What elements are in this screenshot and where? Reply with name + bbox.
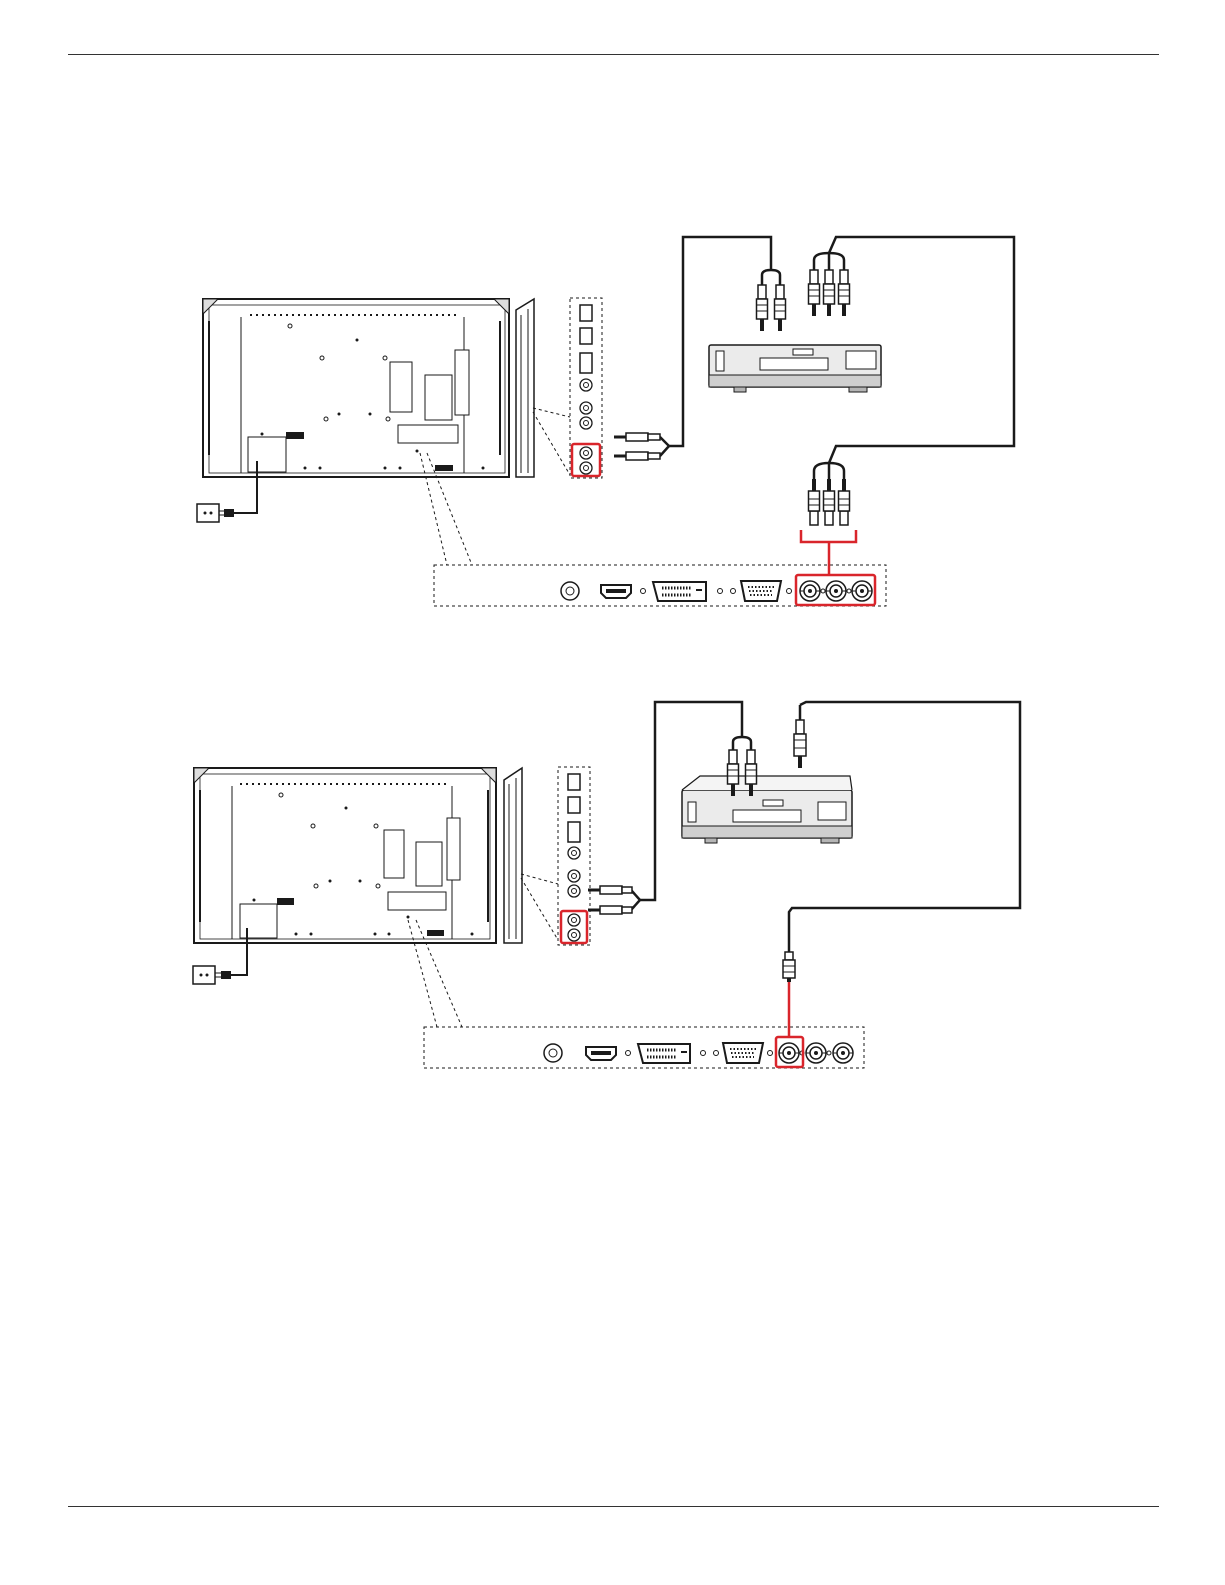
hdmi-port-icon: [586, 1047, 616, 1060]
side-io-panel: [558, 767, 590, 945]
side-io-panel: [570, 298, 602, 478]
component-connection-diagram: [0, 225, 1225, 625]
bottom-io-panel: [424, 1027, 864, 1068]
hdmi-port-icon: [601, 585, 631, 598]
footer-rule: [68, 1506, 1159, 1507]
display-side-view: [504, 768, 522, 943]
display-side-view: [516, 299, 534, 477]
display-rear-panel: [203, 299, 509, 477]
wall-outlet-icon: [197, 504, 219, 522]
power-plug-icon: [219, 509, 234, 517]
video-player-device: [709, 345, 881, 392]
vga-port-icon: [723, 1043, 763, 1063]
display-rear-panel: [194, 768, 496, 943]
vga-port-icon: [741, 581, 781, 601]
audio-port-icon: [561, 582, 579, 600]
power-plug-icon: [215, 971, 231, 979]
composite-video-cable: [783, 702, 1020, 982]
dvi-port-icon: [653, 582, 706, 601]
header-rule: [68, 54, 1159, 55]
composite-connection-diagram: [0, 690, 1225, 1080]
bottom-io-panel: [434, 565, 886, 606]
dvi-port-icon: [638, 1044, 690, 1063]
video-player-device: [682, 776, 852, 843]
wall-outlet-icon: [193, 966, 215, 984]
audio-port-icon: [544, 1044, 562, 1062]
